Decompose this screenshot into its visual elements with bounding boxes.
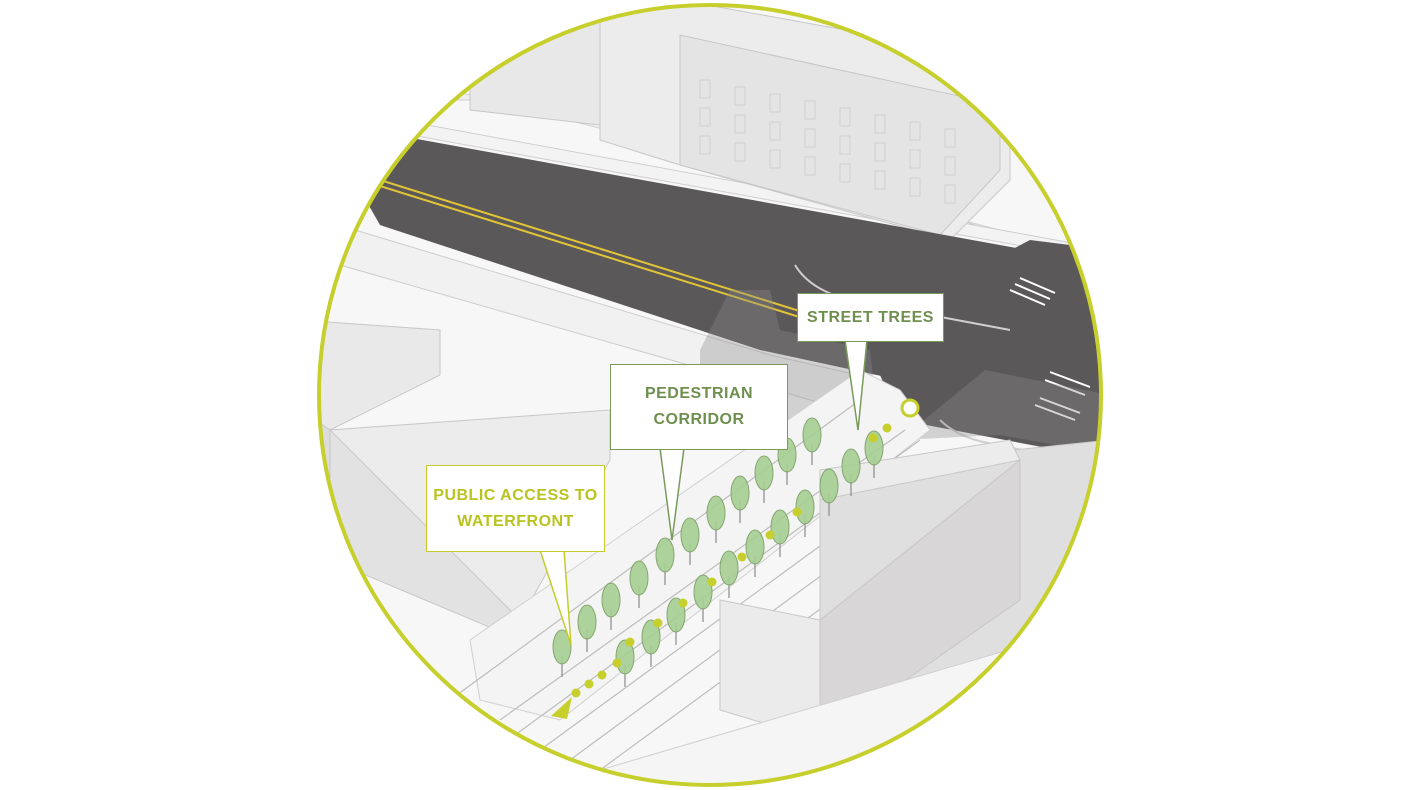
path-dot (707, 577, 717, 587)
tree-icon (655, 537, 675, 585)
window (734, 114, 746, 134)
public-access-line1: PUBLIC ACCESS TO (433, 486, 598, 504)
tree-icon (795, 489, 815, 537)
cross-road (860, 240, 1101, 460)
window (909, 177, 921, 197)
window (734, 142, 746, 162)
tree-icon (719, 550, 739, 598)
window (699, 135, 711, 155)
pedestrian-corridor-label: PEDESTRIAN CORRIDOR (610, 364, 788, 450)
path-dot (765, 530, 775, 540)
path-dot (571, 688, 581, 698)
focus-ring (317, 3, 1103, 787)
window (734, 86, 746, 106)
tree-icon (745, 529, 765, 577)
tree-icon (754, 455, 774, 503)
window (909, 121, 921, 141)
window (769, 93, 781, 113)
tree-icon (819, 468, 839, 516)
pedestrian-corridor-line2: CORRIDOR (653, 411, 745, 428)
tree-icon (629, 560, 649, 608)
path-dot (882, 423, 892, 433)
tree-icon (730, 475, 750, 523)
path-dot (737, 552, 747, 562)
tree-icon (641, 619, 661, 667)
tree-icon (841, 448, 861, 496)
tree-icon (770, 509, 790, 557)
path-dot (678, 598, 688, 608)
path-dot (868, 433, 878, 443)
window (804, 128, 816, 148)
window (874, 142, 886, 162)
window (944, 184, 956, 204)
window (769, 149, 781, 169)
pedestrian-corridor-line1: PEDESTRIAN (644, 385, 754, 402)
window (874, 170, 886, 190)
path-dot (792, 507, 802, 517)
tree-icon (680, 517, 700, 565)
street-trees (552, 417, 884, 687)
tree-icon (693, 574, 713, 622)
window (909, 149, 921, 169)
circle-marker-icon (900, 398, 920, 418)
tree-icon (552, 629, 572, 677)
window (699, 79, 711, 99)
street-trees-label: STREET TREES (797, 293, 944, 342)
path-dot (653, 618, 663, 628)
window (699, 107, 711, 127)
crosswalk-east (1009, 277, 1091, 421)
public-access-path (571, 423, 892, 698)
street-trees-text: STREET TREES (807, 308, 934, 326)
tree-icon (802, 417, 822, 465)
arrowhead-icon (551, 697, 572, 719)
window (804, 100, 816, 120)
window (839, 135, 851, 155)
window (944, 128, 956, 148)
public-access-line2: WATERFRONT (457, 512, 574, 530)
window (944, 156, 956, 176)
path-dot (584, 679, 594, 689)
tree-icon (601, 582, 621, 630)
window (874, 114, 886, 134)
path-dot (625, 637, 635, 647)
window (839, 163, 851, 183)
window (839, 107, 851, 127)
public-access-label: PUBLIC ACCESS TO WATERFRONT (426, 465, 605, 552)
window (769, 121, 781, 141)
window (804, 156, 816, 176)
path-dot (612, 658, 622, 668)
path-dot (597, 670, 607, 680)
tree-icon (577, 604, 597, 652)
tree-icon (706, 495, 726, 543)
